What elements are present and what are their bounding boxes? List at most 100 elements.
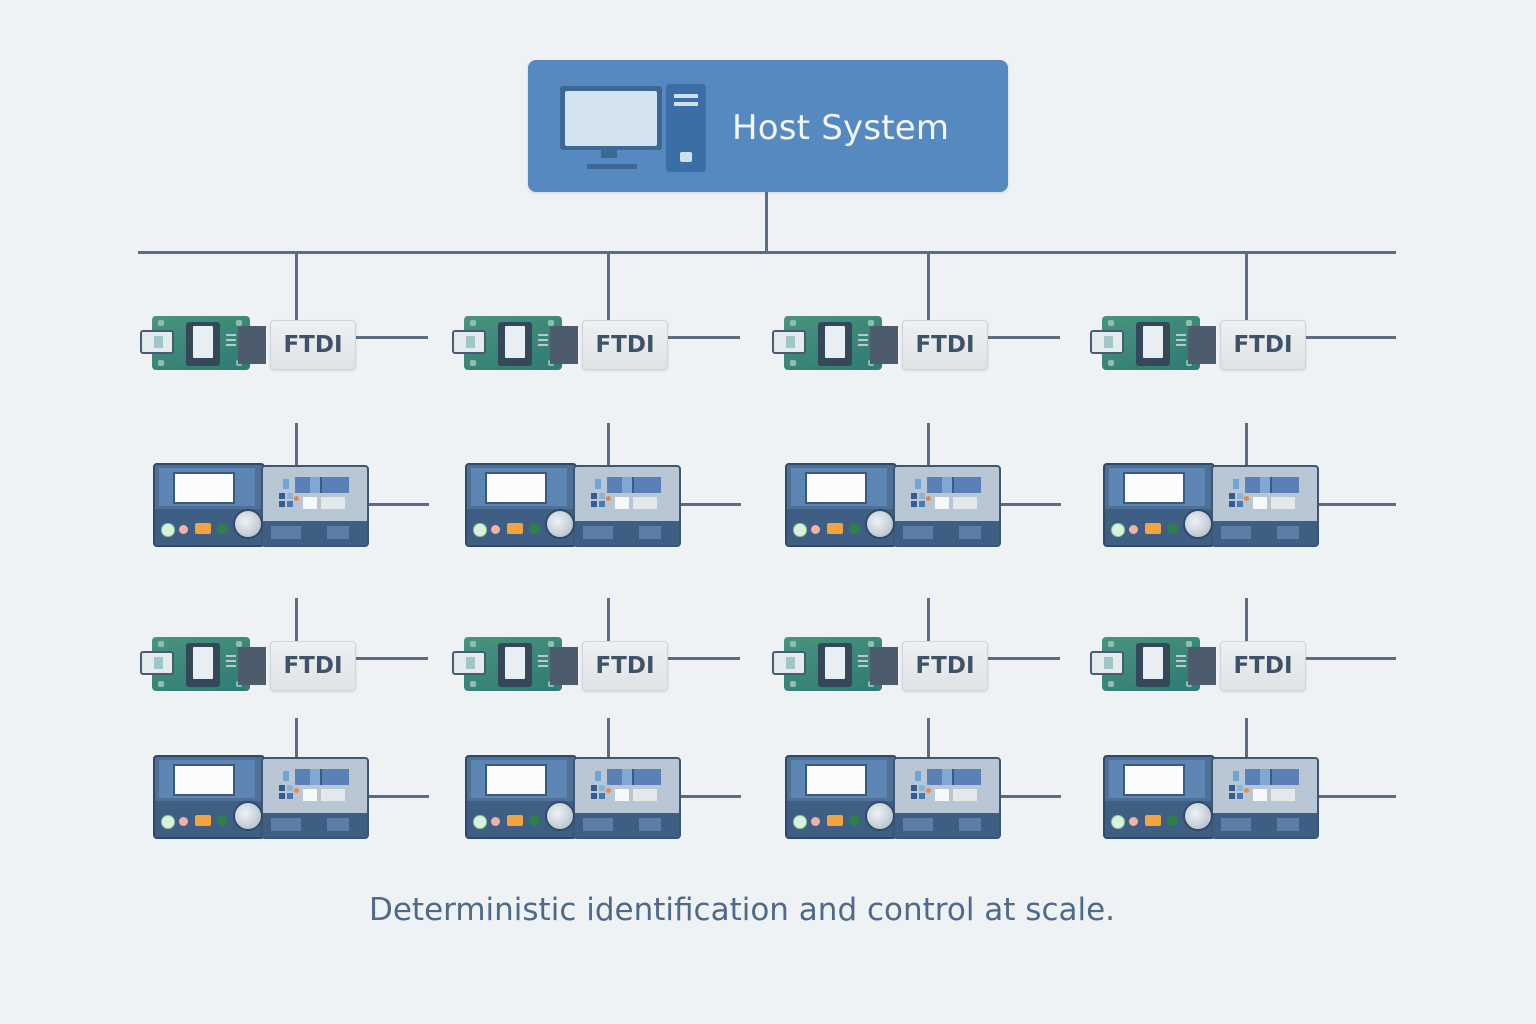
- instrument-screen: [173, 764, 235, 796]
- usb-plug-icon: [1090, 330, 1124, 354]
- led-icon: [161, 523, 175, 537]
- instrument-device: [465, 463, 681, 547]
- ftdi-usb-adapter: FTDI: [140, 633, 430, 693]
- knob-icon: [545, 801, 575, 831]
- instrument-screen: [173, 472, 235, 504]
- ftdi-usb-adapter: FTDI: [1090, 312, 1380, 372]
- led-icon: [473, 523, 487, 537]
- ftdi-label: FTDI: [582, 320, 668, 370]
- led-icon: [1167, 815, 1178, 826]
- adapter-link-line: [1306, 657, 1396, 660]
- usb-plug-icon: [452, 330, 486, 354]
- adapter-link-line: [988, 657, 1060, 660]
- instrument-link-line: [681, 503, 741, 506]
- knob-icon: [545, 509, 575, 539]
- usb-plug-icon: [452, 651, 486, 675]
- led-icon: [849, 523, 860, 534]
- instrument-device: [785, 463, 1001, 547]
- adapter-link-line: [668, 336, 740, 339]
- display-bar: [295, 477, 349, 493]
- ftdi-usb-adapter: FTDI: [452, 312, 742, 372]
- led-icon: [1129, 817, 1138, 826]
- chip-icon: [186, 643, 220, 687]
- led-icon: [217, 815, 228, 826]
- adapter-drop-line: [1245, 254, 1248, 320]
- instrument-device: [465, 755, 681, 839]
- instrument-drop-line: [927, 718, 930, 759]
- led-icon: [195, 523, 211, 534]
- usb-plug-icon: [772, 330, 806, 354]
- led-icon: [793, 523, 807, 537]
- instrument-device: [153, 755, 369, 839]
- adapter-link-line: [668, 657, 740, 660]
- instrument-device: [1103, 755, 1319, 839]
- connector-icon: [1188, 647, 1216, 685]
- chip-icon: [1136, 643, 1170, 687]
- knob-icon: [233, 801, 263, 831]
- instrument-screen: [485, 764, 547, 796]
- adapter-link-line: [1306, 336, 1396, 339]
- instrument-drop-line: [1245, 718, 1248, 759]
- led-icon: [1129, 525, 1138, 534]
- led-icon: [179, 817, 188, 826]
- connector-icon: [1188, 326, 1216, 364]
- led-icon: [1145, 815, 1161, 826]
- chip-icon: [818, 643, 852, 687]
- ftdi-label: FTDI: [902, 320, 988, 370]
- knob-icon: [865, 509, 895, 539]
- instrument-drop-line: [607, 423, 610, 467]
- led-icon: [491, 817, 500, 826]
- ftdi-usb-adapter: FTDI: [772, 312, 1062, 372]
- adapter-drop-line: [607, 254, 610, 320]
- instrument-device: [1103, 463, 1319, 547]
- instrument-screen: [1123, 472, 1185, 504]
- led-icon: [849, 815, 860, 826]
- knob-icon: [1183, 801, 1213, 831]
- ftdi-label: FTDI: [1220, 641, 1306, 691]
- usb-plug-icon: [140, 651, 174, 675]
- chip-icon: [498, 643, 532, 687]
- host-system-node: Host System: [528, 60, 1008, 192]
- led-icon: [1167, 523, 1178, 534]
- instrument-link-line: [369, 503, 429, 506]
- led-icon: [217, 523, 228, 534]
- connector-icon: [870, 326, 898, 364]
- usb-plug-icon: [772, 651, 806, 675]
- display-bar: [607, 477, 661, 493]
- ftdi-label: FTDI: [270, 641, 356, 691]
- ftdi-usb-adapter: FTDI: [1090, 633, 1380, 693]
- instrument-link-line: [1319, 795, 1396, 798]
- connector-icon: [238, 647, 266, 685]
- knob-icon: [1183, 509, 1213, 539]
- led-icon: [793, 815, 807, 829]
- display-bar: [607, 769, 661, 785]
- chip-icon: [498, 322, 532, 366]
- ftdi-label: FTDI: [1220, 320, 1306, 370]
- led-icon: [473, 815, 487, 829]
- instrument-device: [785, 755, 1001, 839]
- led-icon: [529, 523, 540, 534]
- led-icon: [811, 817, 820, 826]
- instrument-drop-line: [295, 718, 298, 759]
- adapter-drop-line: [1245, 598, 1248, 641]
- adapter-link-line: [356, 657, 428, 660]
- instrument-drop-line: [1245, 423, 1248, 467]
- ftdi-label: FTDI: [902, 641, 988, 691]
- led-icon: [195, 815, 211, 826]
- instrument-device: [153, 463, 369, 547]
- bus-line: [138, 251, 1396, 254]
- led-icon: [827, 815, 843, 826]
- adapter-link-line: [356, 336, 428, 339]
- led-icon: [1145, 523, 1161, 534]
- instrument-drop-line: [607, 718, 610, 759]
- ftdi-usb-adapter: FTDI: [452, 633, 742, 693]
- instrument-drop-line: [927, 423, 930, 467]
- adapter-drop-line: [927, 254, 930, 320]
- instrument-link-line: [1319, 503, 1396, 506]
- led-icon: [1111, 523, 1125, 537]
- display-bar: [295, 769, 349, 785]
- chip-icon: [186, 322, 220, 366]
- connector-icon: [550, 647, 578, 685]
- ftdi-usb-adapter: FTDI: [140, 312, 430, 372]
